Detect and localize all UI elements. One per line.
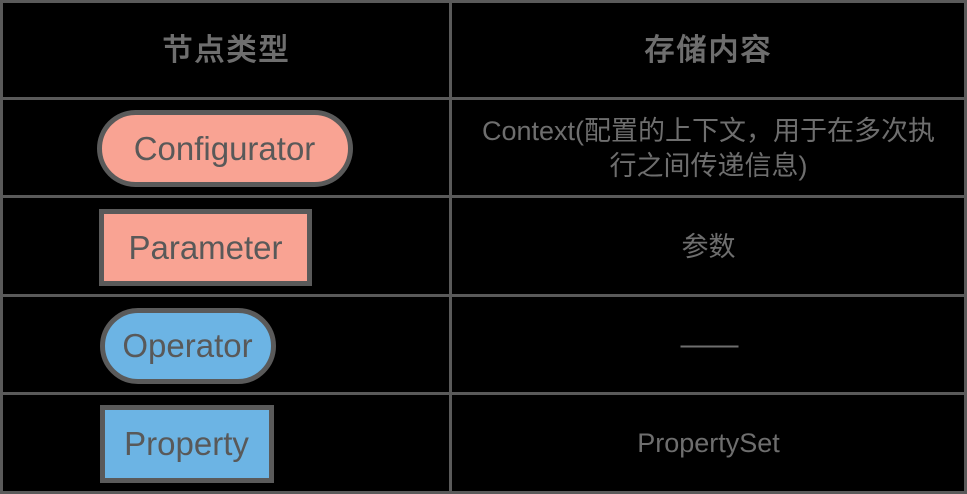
description-cell-parameter: 参数 xyxy=(453,199,964,295)
header-cell-node-type: 节点类型 xyxy=(3,3,450,98)
table-border-top xyxy=(0,0,967,3)
description-text-property: PropertySet xyxy=(637,428,780,459)
table-row: Property xyxy=(3,396,450,491)
table-border-right xyxy=(964,0,967,494)
node-shape-operator[interactable]: Operator xyxy=(99,307,276,384)
description-text-parameter: 参数 xyxy=(681,231,736,262)
node-label-property: Property xyxy=(124,425,249,462)
row-divider-4 xyxy=(0,392,967,395)
column-header-storage-content: 存储内容 xyxy=(644,33,773,67)
table-border-bottom xyxy=(0,491,967,494)
header-cell-storage-content: 存储内容 xyxy=(453,3,964,98)
description-cell-configurator: Context(配置的上下文，用于在多次执行之间传递信息) xyxy=(453,101,964,196)
node-label-operator: Operator xyxy=(122,327,253,364)
description-text-operator: —— xyxy=(680,328,739,362)
node-shape-configurator[interactable]: Configurator xyxy=(96,110,353,187)
row-divider-2 xyxy=(0,195,967,198)
column-divider xyxy=(449,0,452,494)
node-label-parameter: Parameter xyxy=(128,228,283,266)
table-border-left xyxy=(0,0,3,494)
node-shape-parameter[interactable]: Parameter xyxy=(99,208,312,286)
node-label-configurator: Configurator xyxy=(133,130,316,167)
description-cell-property: PropertySet xyxy=(453,396,964,491)
table-row: Parameter xyxy=(3,199,450,295)
description-text-configurator: Context(配置的上下文，用于在多次执行之间传递信息) xyxy=(481,115,936,181)
column-header-node-type: 节点类型 xyxy=(162,33,291,67)
node-shape-property[interactable]: Property xyxy=(99,404,274,483)
table-row: Configurator xyxy=(3,101,450,196)
row-divider-3 xyxy=(0,294,967,297)
description-cell-operator: —— xyxy=(453,298,964,393)
table-row: Operator xyxy=(3,298,450,393)
row-divider-1 xyxy=(0,97,967,100)
